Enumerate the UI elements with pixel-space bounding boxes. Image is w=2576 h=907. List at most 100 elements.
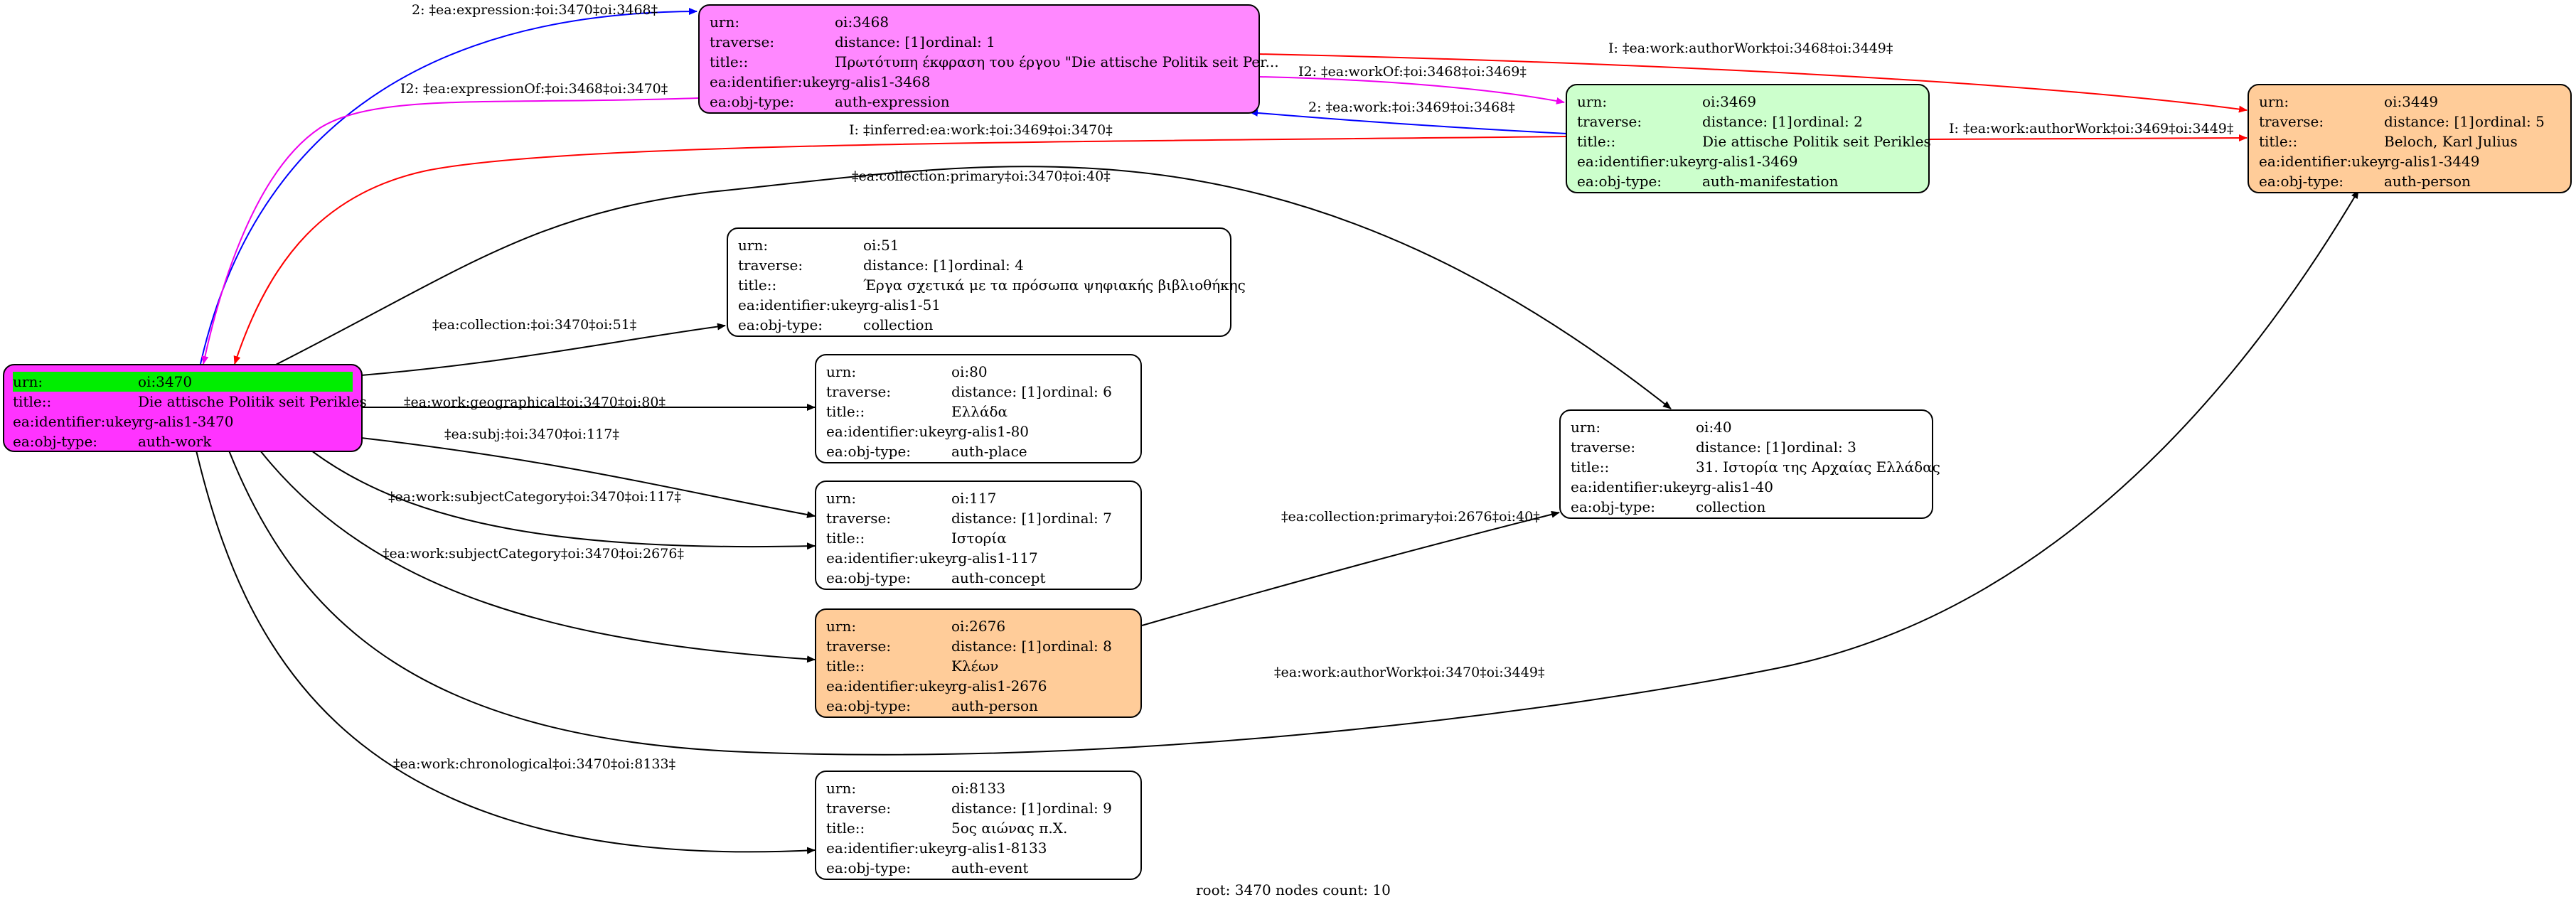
field-value-urn: oi:51: [863, 237, 899, 254]
field-value-distance: distance: [1]: [951, 383, 1042, 400]
node-oi-3449[interactable]: urn:oi:3449 traverse:distance: [1]ordina…: [2248, 84, 2572, 193]
edge-label-3468-authorWork: I: ‡ea:work:authorWork‡oi:3468‡oi:3449‡: [1608, 41, 1893, 56]
field-key-title: title::: [1577, 133, 1616, 150]
field-key-objtype: ea:obj-type:: [826, 859, 912, 876]
node-oi-117[interactable]: urn:oi:117 traverse:distance: [1]ordinal…: [815, 481, 1142, 590]
field-value-objtype: auth-work: [138, 433, 212, 450]
edge-label-collection-primary: ‡ea:collection:primary‡oi:3470‡oi:40‡: [852, 168, 1111, 184]
field-value-objtype: auth-place: [951, 443, 1027, 460]
edge-label-work: 2: ‡ea:work:‡oi:3469‡oi:3468‡: [1308, 100, 1515, 115]
edge-label-geographical: ‡ea:work:geographical‡oi:3470‡oi:80‡: [404, 395, 666, 410]
field-key-title: title::: [826, 530, 865, 547]
node-oi-3468[interactable]: urn:oi:3468 traverse:distance: [1]ordina…: [698, 4, 1279, 114]
edge-3470-117-subjectCategory: [311, 450, 816, 550]
field-key-objtype: ea:obj-type:: [2259, 173, 2344, 190]
field-value-ordinal: ordinal: 7: [1042, 510, 1112, 527]
edge-3470-117-subj: [360, 437, 816, 518]
edge-2676-40-collection-primary: [1141, 510, 1560, 626]
field-value-title: Έργα σχετικά με τα πρόσωπα ψηφιακής βιβλ…: [863, 277, 1246, 294]
node-oi-51[interactable]: urn:oi:51 traverse:distance: [1]ordinal:…: [727, 227, 1246, 337]
edge-3470-8133-chronological: [196, 450, 816, 854]
field-key-ukey: ea:identifier:ukey: [826, 549, 953, 567]
node-oi-2676[interactable]: urn:oi:2676 traverse:distance: [1]ordina…: [815, 608, 1142, 718]
field-value-title: Κλέων: [951, 658, 999, 675]
field-key-urn: urn:: [1577, 93, 1608, 110]
field-key-traverse: traverse:: [826, 383, 892, 400]
field-value-ukey: rg-alis1-8133: [951, 839, 1047, 857]
field-key-objtype: ea:obj-type:: [13, 433, 98, 450]
field-value-ukey: rg-alis1-3470: [138, 413, 234, 430]
node-oi-3469[interactable]: urn:oi:3469 traverse:distance: [1]ordina…: [1566, 84, 1931, 193]
field-value-objtype: auth-person: [2384, 173, 2471, 190]
edge-label-workOf: I2: ‡ea:workOf:‡oi:3468‡oi:3469‡: [1298, 64, 1527, 80]
edge-3468-3469-workOf: [1258, 76, 1565, 104]
node-oi-8133[interactable]: urn:oi:8133 traverse:distance: [1]ordina…: [815, 771, 1142, 880]
field-value-objtype: auth-expression: [835, 93, 950, 110]
edge-3470-40-collection-primary: [274, 166, 1672, 409]
edge-3470-3449-authorWork: [228, 190, 2359, 756]
field-key-urn: urn:: [2259, 93, 2289, 110]
field-value-ukey: rg-alis1-40: [1696, 478, 1774, 495]
edge-label-subj: ‡ea:subj:‡oi:3470‡oi:117‡: [444, 426, 619, 442]
field-value-ukey: rg-alis1-2676: [951, 677, 1047, 694]
field-value-ordinal: ordinal: 2: [1793, 113, 1863, 130]
field-value-distance: distance: [1]: [1696, 439, 1786, 456]
edge-label-subjectCategory-2676: ‡ea:work:subjectCategory‡oi:3470‡oi:2676…: [383, 546, 684, 562]
edge-label-3469-authorWork: I: ‡ea:work:authorWork‡oi:3469‡oi:3449‡: [1949, 121, 2234, 136]
field-key-title: title::: [738, 277, 777, 294]
field-key-ukey: ea:identifier:ukey: [826, 839, 953, 857]
field-key-objtype: ea:obj-type:: [826, 443, 912, 460]
edge-3470-2676-subjectCategory: [260, 450, 816, 663]
field-key-ukey: ea:identifier:ukey: [1571, 478, 1698, 495]
field-key-title: title::: [1571, 458, 1610, 476]
field-value-ukey: rg-alis1-3468: [835, 73, 931, 90]
field-value-ordinal: ordinal: 5: [2475, 113, 2545, 130]
field-key-objtype: ea:obj-type:: [1571, 498, 1656, 515]
field-value-urn: oi:8133: [951, 780, 1006, 797]
edge-label-chronological: ‡ea:work:chronological‡oi:3470‡oi:8133‡: [393, 756, 676, 772]
field-value-distance: distance: [1]: [951, 638, 1042, 655]
field-key-objtype: ea:obj-type:: [738, 316, 823, 333]
field-key-ukey: ea:identifier:ukey: [710, 73, 837, 90]
field-value-title: Die attische Politik seit Perikles: [138, 393, 367, 410]
field-key-traverse: traverse:: [1571, 439, 1636, 456]
field-key-urn: urn:: [738, 237, 769, 254]
field-key-ukey: ea:identifier:ukey: [826, 677, 953, 694]
edge-label-inferred: I: ‡inferred:ea:work:‡oi:3469‡oi:3470‡: [849, 122, 1113, 138]
field-key-ukey: ea:identifier:ukey: [2259, 153, 2386, 170]
field-value-title: Beloch, Karl Julius: [2384, 133, 2518, 150]
field-value-objtype: auth-manifestation: [1702, 173, 1839, 190]
field-key-urn: urn:: [826, 780, 857, 797]
field-value-ukey: rg-alis1-51: [863, 296, 941, 313]
field-value-ukey: rg-alis1-3449: [2384, 153, 2480, 170]
field-value-distance: distance: [1]: [1702, 113, 1792, 130]
graph-footer-summary: root: 3470 nodes count: 10: [1196, 881, 1391, 898]
field-key-ukey: ea:identifier:ukey: [1577, 153, 1704, 170]
field-value-objtype: auth-event: [951, 859, 1029, 876]
field-value-ordinal: ordinal: 8: [1042, 638, 1112, 655]
field-key-title: title::: [710, 53, 749, 70]
edge-label-3470-authorWork: ‡ea:work:authorWork‡oi:3470‡oi:3449‡: [1274, 665, 1545, 680]
field-value-distance: distance: [1]: [2384, 113, 2474, 130]
edge-3468-3449-authorWork: [1258, 53, 2248, 113]
node-oi-80[interactable]: urn:oi:80 traverse:distance: [1]ordinal:…: [815, 354, 1142, 463]
edge-3469-3449-authorWork: [1928, 134, 2248, 142]
edge-label-collection: ‡ea:collection:‡oi:3470‡oi:51‡: [432, 317, 637, 333]
node-oi-3470-root[interactable]: urn:oi:3470 title::Die attische Politik …: [3, 364, 367, 452]
field-key-traverse: traverse:: [826, 510, 892, 527]
field-value-ordinal: ordinal: 3: [1787, 439, 1856, 456]
field-key-urn: urn:: [826, 490, 857, 507]
field-key-objtype: ea:obj-type:: [826, 569, 912, 586]
edge-3468-3470-expressionOf: [201, 97, 699, 365]
edge-3470-3468-expression: [200, 8, 698, 365]
field-value-ordinal: ordinal: 4: [954, 257, 1024, 274]
field-value-objtype: auth-concept: [951, 569, 1046, 586]
edge-3470-51-collection: [360, 323, 726, 376]
field-key-urn: urn:: [710, 14, 740, 31]
edge-label-expression: 2: ‡ea:expression:‡oi:3470‡oi:3468‡: [412, 2, 658, 18]
field-value-objtype: collection: [863, 316, 934, 333]
node-oi-40[interactable]: urn:oi:40 traverse:distance: [1]ordinal:…: [1559, 409, 1940, 519]
field-value-ukey: rg-alis1-3469: [1702, 153, 1798, 170]
field-key-ukey: ea:identifier:ukey: [826, 423, 953, 440]
field-key-traverse: traverse:: [826, 800, 892, 817]
